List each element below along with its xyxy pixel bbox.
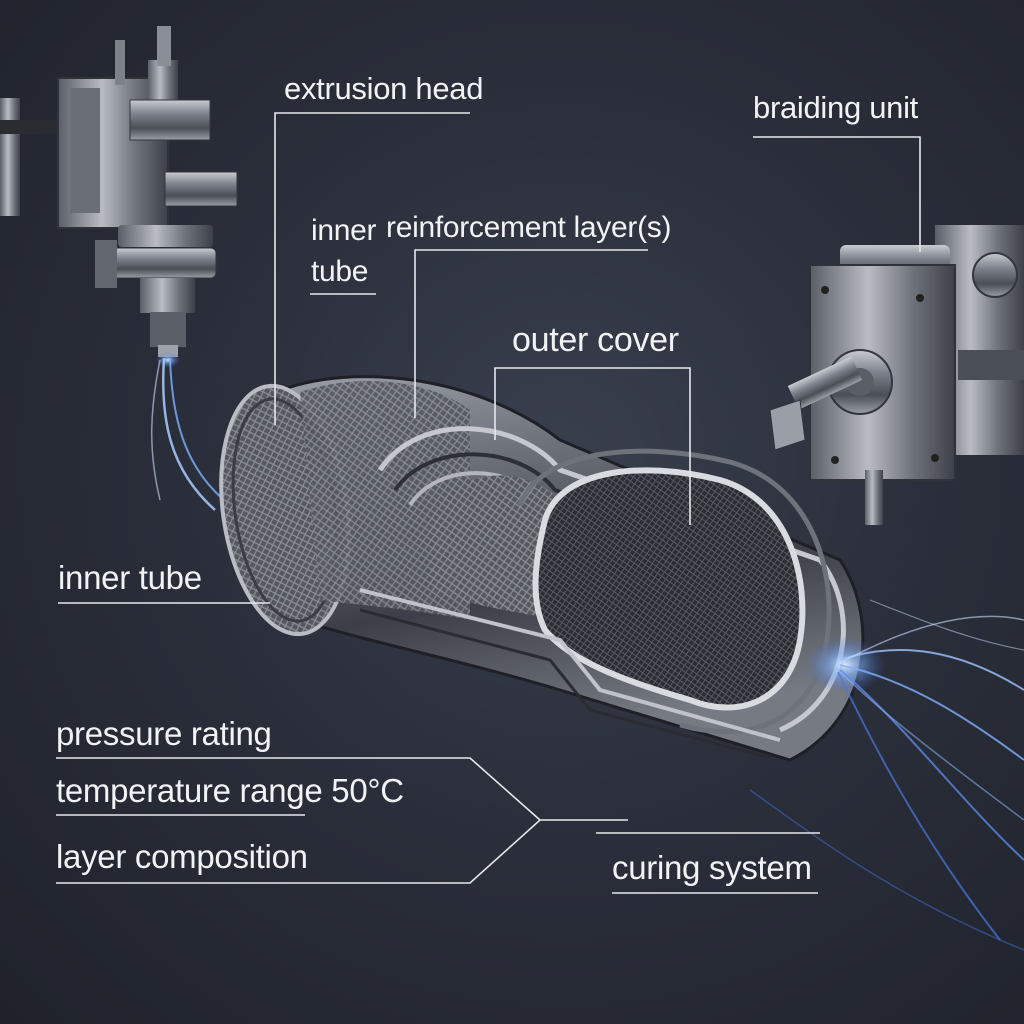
fiber-strands <box>749 599 1024 951</box>
leader-outer-cover <box>494 367 691 525</box>
braiding-unit-machine <box>769 225 1024 525</box>
label-layer-composition: layer composition <box>56 838 308 875</box>
label-pressure-rating: pressure rating <box>56 715 272 752</box>
label-temperature-range: temperature range 50°C <box>56 772 404 809</box>
label-reinforcement-layers: reinforcement layer(s) <box>386 211 672 244</box>
label-extrusion-head: extrusion head <box>284 71 484 106</box>
hose-cutaway <box>219 375 865 762</box>
leader-pressure-rating <box>56 757 541 821</box>
label-curing-system: curing system <box>612 849 812 886</box>
leader-lines <box>56 112 921 894</box>
leader-layer-composition <box>56 819 628 884</box>
label-braiding-unit: braiding unit <box>753 90 918 125</box>
label-inner-tube-top-line1: inner <box>311 214 377 247</box>
label-outer-cover: outer cover <box>512 321 679 359</box>
leader-reinforcement <box>414 249 648 418</box>
label-inner-tube-top-line2: tube <box>311 255 369 288</box>
extrusion-head-machine <box>0 26 238 357</box>
label-inner-tube-left: inner tube <box>58 559 202 596</box>
extruded-strands <box>151 352 231 511</box>
leader-braiding-unit <box>753 136 921 252</box>
leader-extrusion-head <box>274 112 470 425</box>
